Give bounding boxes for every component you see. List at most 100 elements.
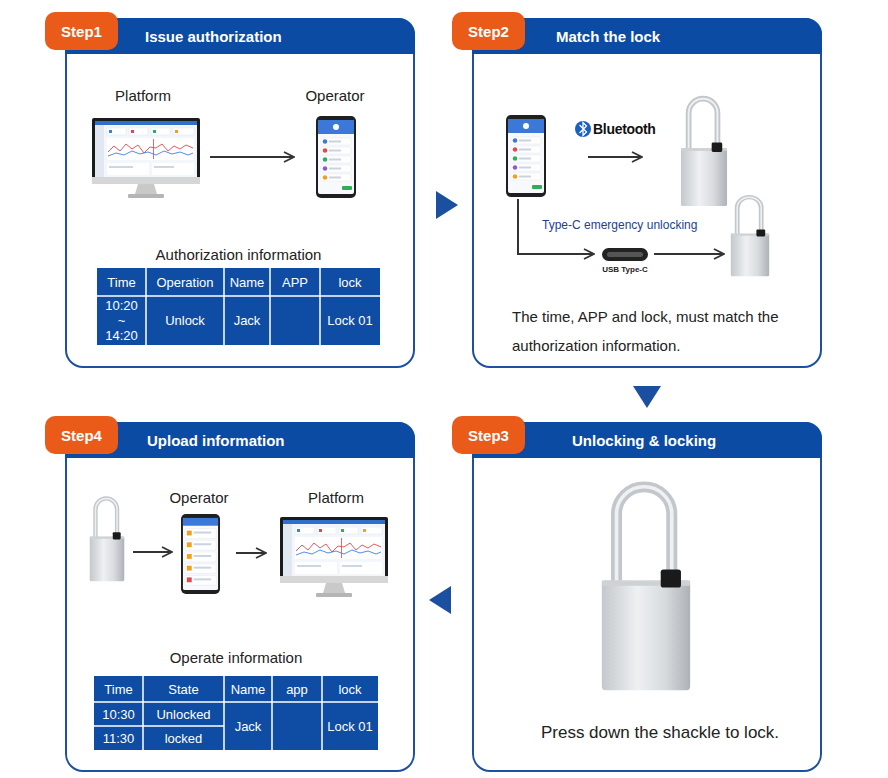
- table-cell: State: [168, 682, 198, 697]
- table-cell: Lock 01: [327, 313, 373, 328]
- table-cell: app: [286, 682, 308, 697]
- step2-illustration: [506, 99, 769, 277]
- table-cell-box: lock: [322, 676, 378, 702]
- step-arrow: [647, 368, 648, 422]
- operate-table: [94, 676, 378, 750]
- phone-icon: [316, 116, 356, 198]
- step-label: Step4: [61, 427, 102, 444]
- device-node: Platform: [266, 488, 406, 618]
- device-label: Operator: [294, 86, 376, 106]
- table-cell-box: Unlock: [146, 296, 224, 345]
- sync-arrow: [133, 551, 172, 553]
- table-caption: Operate information: [170, 649, 303, 666]
- step3-illustration: [602, 487, 690, 690]
- phone-icon: [506, 115, 546, 197]
- table-cell: Time: [107, 275, 135, 290]
- table-cell: Jack: [235, 719, 262, 734]
- table-cell-box: locked: [143, 726, 224, 750]
- table-cell-box: Unlocked: [143, 702, 224, 726]
- table-cell-box: Time: [97, 268, 146, 296]
- table-cell: Time: [104, 682, 132, 697]
- authorization-table: [97, 268, 380, 345]
- table-cell-box: Jack: [224, 702, 272, 750]
- device-label: Platform: [266, 488, 406, 508]
- bluetooth-label: Bluetooth: [593, 121, 656, 137]
- table-caption-box: Authorization information: [97, 243, 380, 265]
- step1-illustration: [92, 116, 356, 198]
- port-label: USB Type-C: [602, 265, 648, 274]
- operate-table: [94, 676, 378, 750]
- step-label: Step1: [61, 23, 102, 40]
- table-cell: Unlocked: [156, 707, 210, 722]
- table-cell: 10:30: [102, 707, 135, 722]
- table-cell: Unlock: [165, 313, 205, 328]
- step-tab: Step3: [452, 416, 525, 454]
- bluetooth-icon: [575, 121, 591, 137]
- table-cell-box: lock: [320, 268, 380, 296]
- connector-label: Type-C emergency unlocking: [542, 218, 697, 232]
- device-node: Platform: [76, 86, 210, 228]
- device-node: Operator: [162, 488, 236, 618]
- flow-arrow: [236, 552, 266, 554]
- step4-illustration: [90, 498, 388, 597]
- device-label: Operator: [162, 488, 236, 508]
- table-caption: Authorization information: [156, 246, 322, 263]
- operate-table: [94, 676, 378, 750]
- table-cell-box: Operation: [146, 268, 224, 296]
- flow-arrow: [210, 156, 294, 158]
- wireless-arrow: [588, 156, 642, 158]
- step-tab: Step2: [452, 12, 525, 50]
- bluetooth-icon: [580, 123, 587, 136]
- step-title: Upload information: [147, 432, 285, 449]
- device-label: Platform: [76, 86, 210, 106]
- step-tab: Step1: [45, 12, 118, 50]
- usb-c-icon: [602, 248, 648, 261]
- authorization-table: [97, 268, 380, 345]
- table-cell-box: State: [143, 676, 224, 702]
- table-cell: 10:20 ~ 14:20: [102, 298, 142, 343]
- table-cell: locked: [165, 731, 203, 746]
- cable-arrow: [654, 253, 724, 255]
- table-caption-box: Operate information: [94, 646, 378, 668]
- note-text-box: The time, APP and lock, must match the a…: [512, 302, 807, 364]
- table-cell-box: app: [272, 676, 322, 702]
- table-cell-box: Jack: [224, 296, 270, 345]
- table-cell-box: Lock 01: [320, 296, 380, 345]
- step-label: Step2: [468, 23, 509, 40]
- port-label-box: USB Type-C: [596, 263, 654, 275]
- note-text: The time, APP and lock, must match the a…: [512, 302, 807, 360]
- step-title: Issue authorization: [145, 28, 282, 45]
- step-arrow: [415, 205, 472, 206]
- instruction-text: Press down the shackle to lock.: [541, 723, 779, 743]
- table-cell-box: Name: [224, 676, 272, 702]
- step-panel: Unlocking & lockingStep3: [472, 422, 822, 772]
- padlock: [681, 99, 727, 206]
- device-node: Operator: [294, 86, 376, 228]
- table-cell: lock: [338, 275, 361, 290]
- table-cell-box: 11:30: [94, 726, 143, 750]
- usb-c-icon: [607, 252, 643, 257]
- authorization-table: [97, 268, 380, 345]
- table-cell: Name: [230, 275, 265, 290]
- monitor-icon: [92, 118, 200, 198]
- table-cell: Lock 01: [327, 719, 373, 734]
- padlock: [731, 197, 769, 276]
- step-tab: Step4: [45, 416, 118, 454]
- table-cell: Jack: [234, 313, 261, 328]
- padlock: [90, 498, 125, 581]
- step-title: Unlocking & locking: [572, 432, 716, 449]
- table-cell: APP: [282, 275, 308, 290]
- step-label: Step3: [468, 427, 509, 444]
- table-cell: Operation: [156, 275, 213, 290]
- table-cell-box: Time: [94, 676, 143, 702]
- step-arrow: [415, 600, 472, 601]
- padlock: [602, 487, 690, 690]
- table-cell-box: Lock 01: [322, 702, 378, 750]
- step-title: Match the lock: [556, 28, 660, 45]
- table-cell-box: 10:20 ~ 14:20: [97, 296, 146, 345]
- table-cell: lock: [338, 682, 361, 697]
- connector-label-box: Type-C emergency unlocking: [542, 216, 717, 234]
